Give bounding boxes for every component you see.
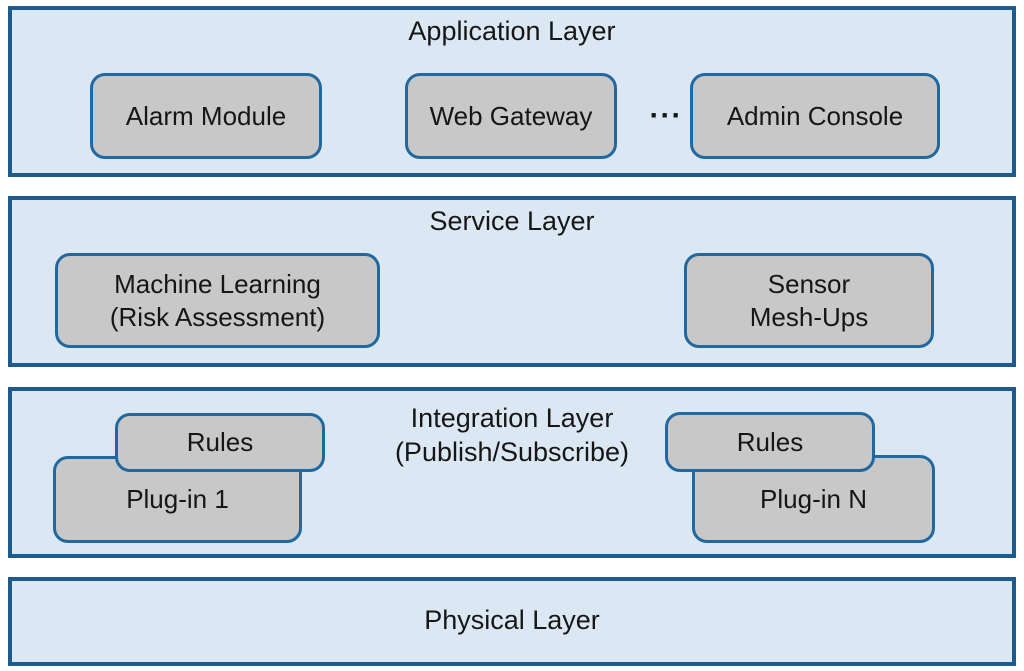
integration-layer-title-line1: Integration Layer xyxy=(410,403,614,433)
integration-layer-title-line2: (Publish/Subscribe) xyxy=(394,437,630,467)
rules-left-label: Rules xyxy=(186,427,254,457)
physical-layer: Physical Layer xyxy=(8,577,1016,666)
application-layer: Application Layer Alarm Module Web Gatew… xyxy=(8,6,1016,177)
service-layer: Service Layer Machine Learning (Risk Ass… xyxy=(8,196,1016,367)
admin-console-label: Admin Console xyxy=(726,100,904,131)
machine-learning-box: Machine Learning (Risk Assessment) xyxy=(55,253,380,348)
admin-console-box: Admin Console xyxy=(690,73,940,159)
sensor-meshups-label-line1: Sensor xyxy=(767,268,851,299)
physical-layer-title: Physical Layer xyxy=(424,605,600,635)
web-gateway-box: Web Gateway xyxy=(405,73,617,159)
service-layer-title: Service Layer xyxy=(429,206,595,236)
sensor-meshups-label-line2: Mesh-Ups xyxy=(749,301,869,332)
rules-left-box: Rules xyxy=(115,413,325,472)
rules-right-box: Rules xyxy=(665,412,875,472)
sensor-meshups-box: Sensor Mesh-Ups xyxy=(684,253,934,348)
machine-learning-label-line2: (Risk Assessment) xyxy=(109,301,326,332)
integration-layer: Integration Layer (Publish/Subscribe) Ru… xyxy=(8,387,1016,558)
machine-learning-label-line1: Machine Learning xyxy=(114,268,321,299)
ellipsis-dots: ··· xyxy=(649,99,683,132)
alarm-module-label: Alarm Module xyxy=(125,100,287,131)
web-gateway-label: Web Gateway xyxy=(429,100,593,131)
plugin-n-label: Plug-in N xyxy=(760,483,867,514)
application-layer-title: Application Layer xyxy=(408,16,616,46)
rules-right-label: Rules xyxy=(736,426,804,457)
alarm-module-box: Alarm Module xyxy=(90,73,322,159)
plugin-1-label: Plug-in 1 xyxy=(126,484,229,514)
integration-layer-title: Integration Layer (Publish/Subscribe) xyxy=(12,401,1012,469)
